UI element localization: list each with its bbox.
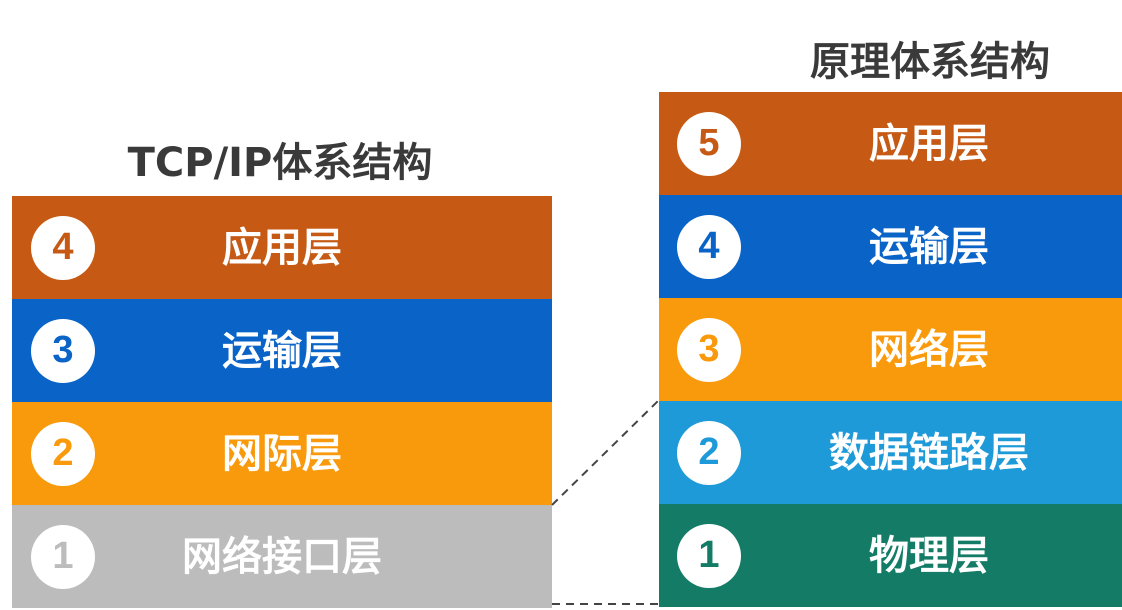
layer-number-badge: 1 xyxy=(677,523,741,588)
layer-label: 网络层 xyxy=(869,326,989,373)
layer-label: 应用层 xyxy=(869,120,989,167)
layer-label: 应用层 xyxy=(222,224,342,271)
layer-number-badge: 4 xyxy=(677,214,741,279)
layer-label: 物理层 xyxy=(869,532,989,579)
principle-layer-network: 3 网络层 xyxy=(659,298,1122,401)
osi-principle-architecture-title: 原理体系结构 xyxy=(810,39,1050,85)
tcpip-layer-network-interface: 1 网络接口层 xyxy=(12,505,552,608)
principle-layer-transport: 4 运输层 xyxy=(659,195,1122,298)
tcpip-layer-application: 4 应用层 xyxy=(12,196,552,299)
layer-number-badge: 4 xyxy=(31,215,95,280)
layer-number-badge: 3 xyxy=(677,317,741,382)
layer-label: 运输层 xyxy=(869,223,989,270)
layer-number-badge: 3 xyxy=(31,318,95,383)
layer-label: 网络接口层 xyxy=(182,533,382,580)
layer-label: 运输层 xyxy=(222,327,342,374)
layer-number-badge: 2 xyxy=(677,420,741,485)
tcpip-architecture-title: TCP/IP体系结构 xyxy=(127,140,433,186)
tcpip-layer-stack: 4 应用层 3 运输层 2 网际层 1 网络接口层 xyxy=(12,196,552,608)
layer-number-badge: 5 xyxy=(677,111,741,176)
connector-top-dashed-line xyxy=(551,399,660,506)
tcpip-layer-transport: 3 运输层 xyxy=(12,299,552,402)
layer-number-badge: 1 xyxy=(31,524,95,589)
principle-layer-application: 5 应用层 xyxy=(659,92,1122,195)
principle-layer-data-link: 2 数据链路层 xyxy=(659,401,1122,504)
layer-number-badge: 2 xyxy=(31,421,95,486)
principle-layer-physical: 1 物理层 xyxy=(659,504,1122,607)
tcpip-layer-internet: 2 网际层 xyxy=(12,402,552,505)
layer-label: 网际层 xyxy=(222,430,342,477)
layer-label: 数据链路层 xyxy=(829,429,1029,476)
principle-layer-stack: 5 应用层 4 运输层 3 网络层 2 数据链路层 1 物理层 xyxy=(659,92,1122,607)
